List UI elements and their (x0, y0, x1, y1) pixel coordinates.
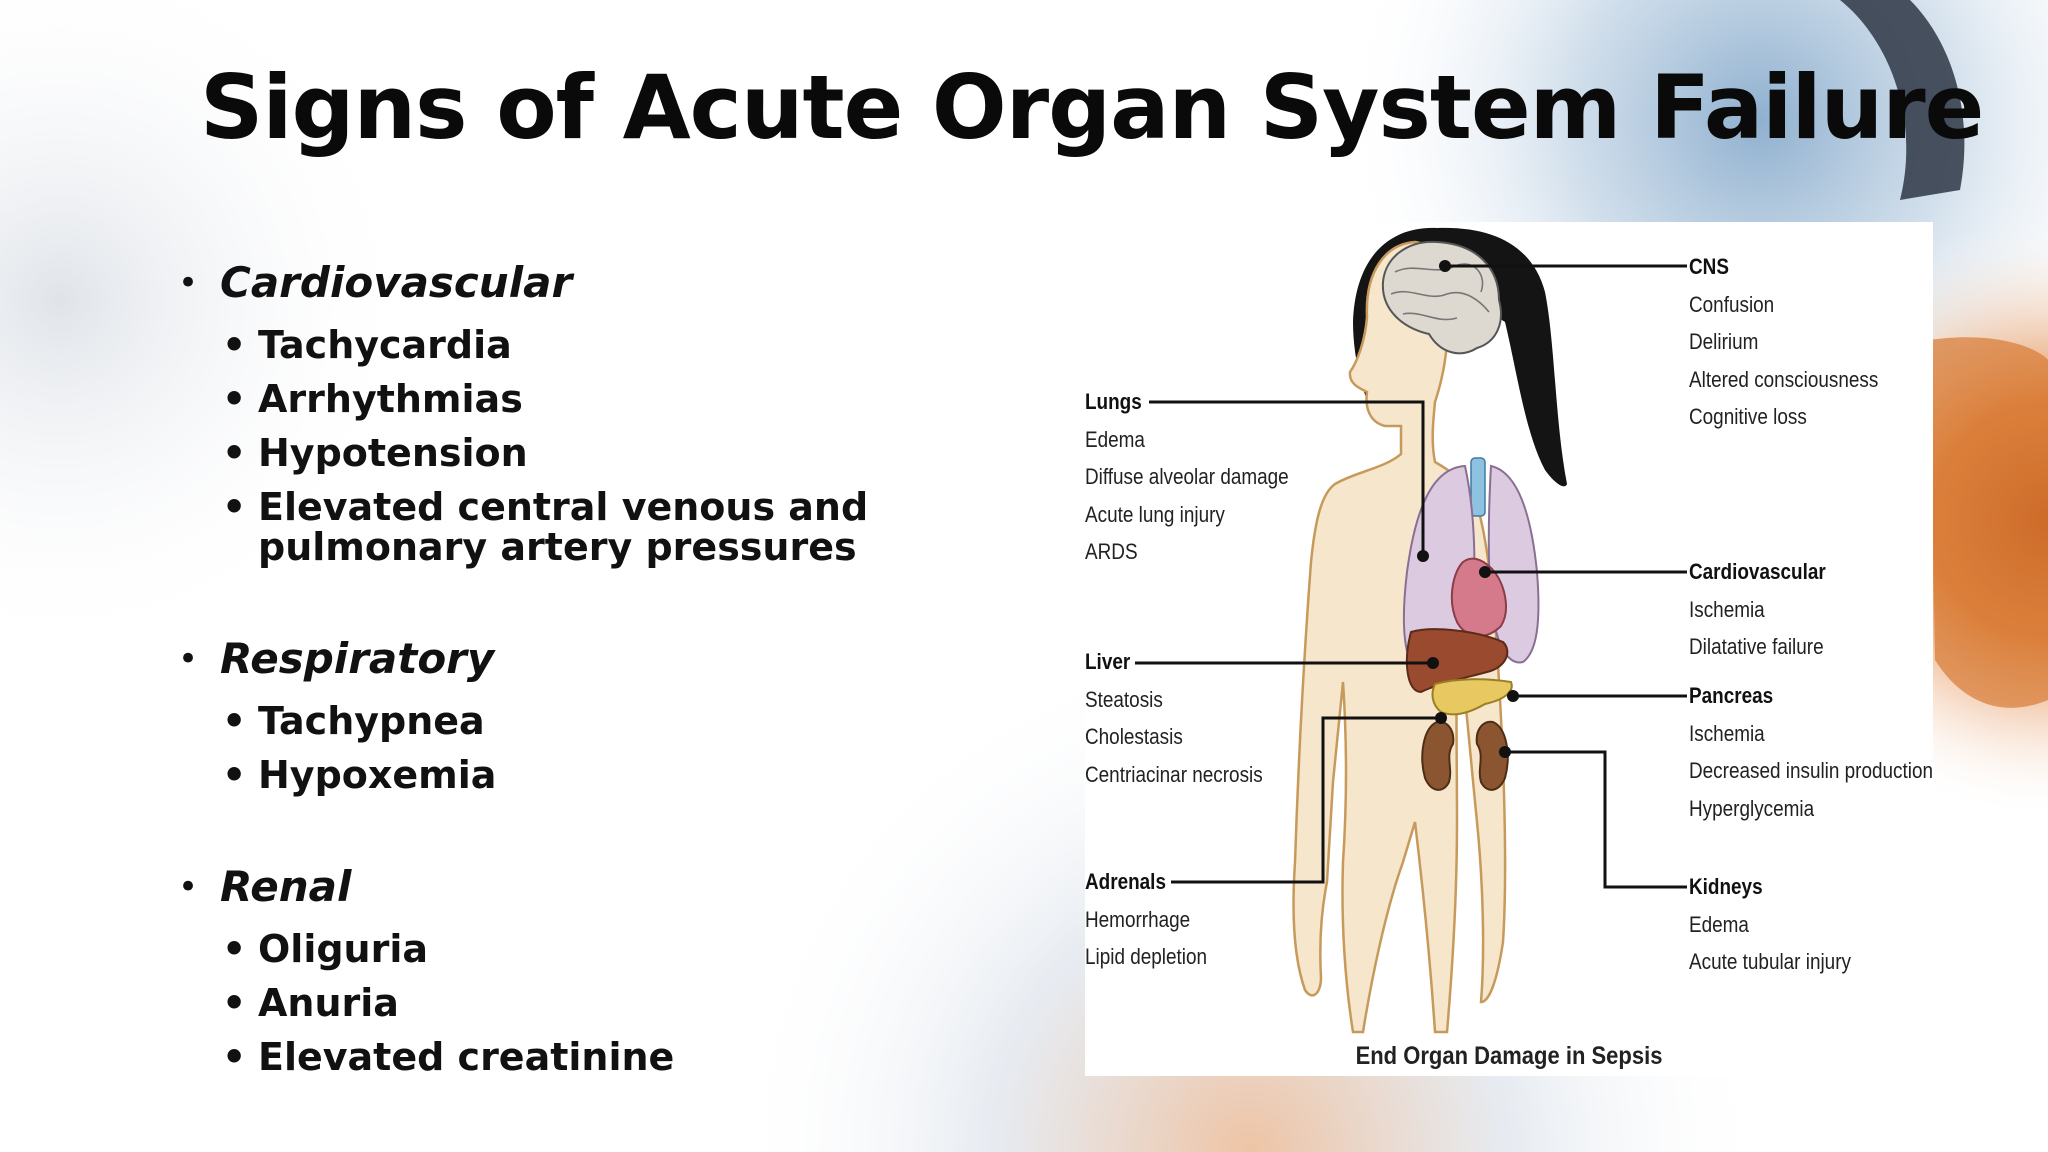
label-cns: CNS Confusion Delirium Altered conscious… (1689, 254, 1879, 429)
figure-caption: End Organ Damage in Sepsis (1355, 1042, 1663, 1070)
label-adrenals: Adrenals Hemorrhage Lipid depletion (1085, 869, 1208, 969)
lung-right-shape (1487, 464, 1540, 664)
bullet-list: Cardiovascular •Tachycardia •Arrhythmias… (178, 255, 1058, 1077)
slide-title: Signs of Acute Organ System Failure (200, 56, 1984, 159)
list-item: •Tachypnea (222, 699, 485, 743)
list-item: •Hypoxemia (222, 753, 497, 797)
label-cardiovascular: Cardiovascular Ischemia Dilatative failu… (1689, 559, 1826, 659)
leader-lines (1135, 264, 1687, 889)
list-item: •Elevated central venous and pulmonary a… (222, 485, 869, 569)
list-item: •Hypotension (222, 431, 528, 475)
list-item: •Anuria (222, 981, 399, 1025)
label-kidneys: Kidneys Edema Acute tubular injury (1689, 874, 1851, 974)
section-respiratory: Respiratory •Tachypnea •Hypoxemia (178, 631, 1058, 795)
kidney-left-shape (1421, 720, 1455, 791)
list-item: •Arrhythmias (222, 377, 523, 421)
label-liver: Liver Steatosis Cholestasis Centriacinar… (1085, 649, 1263, 787)
label-lungs: Lungs Edema Diffuse alveolar damage Acut… (1085, 389, 1289, 564)
list-item: •Elevated creatinine (222, 1035, 675, 1079)
section-heading: Respiratory (178, 631, 1058, 687)
section-cardiovascular: Cardiovascular •Tachycardia •Arrhythmias… (178, 255, 1058, 567)
section-heading: Renal (178, 859, 1058, 915)
label-pancreas: Pancreas Ischemia Decreased insulin prod… (1689, 683, 1934, 821)
heart-shape (1450, 557, 1507, 637)
section-renal: Renal •Oliguria •Anuria •Elevated creati… (178, 859, 1058, 1077)
leader-dots (1417, 260, 1519, 758)
list-item: •Tachycardia (222, 323, 512, 367)
pancreas-shape (1431, 678, 1513, 716)
section-heading: Cardiovascular (178, 255, 1058, 311)
sepsis-organ-figure: CNS Confusion Delirium Altered conscious… (1085, 222, 1933, 1076)
liver-shape (1405, 628, 1509, 694)
trachea-shape (1470, 457, 1486, 517)
list-item: •Oliguria (222, 927, 429, 971)
body-illustration (1135, 227, 1687, 1034)
brain-shape (1381, 240, 1502, 355)
